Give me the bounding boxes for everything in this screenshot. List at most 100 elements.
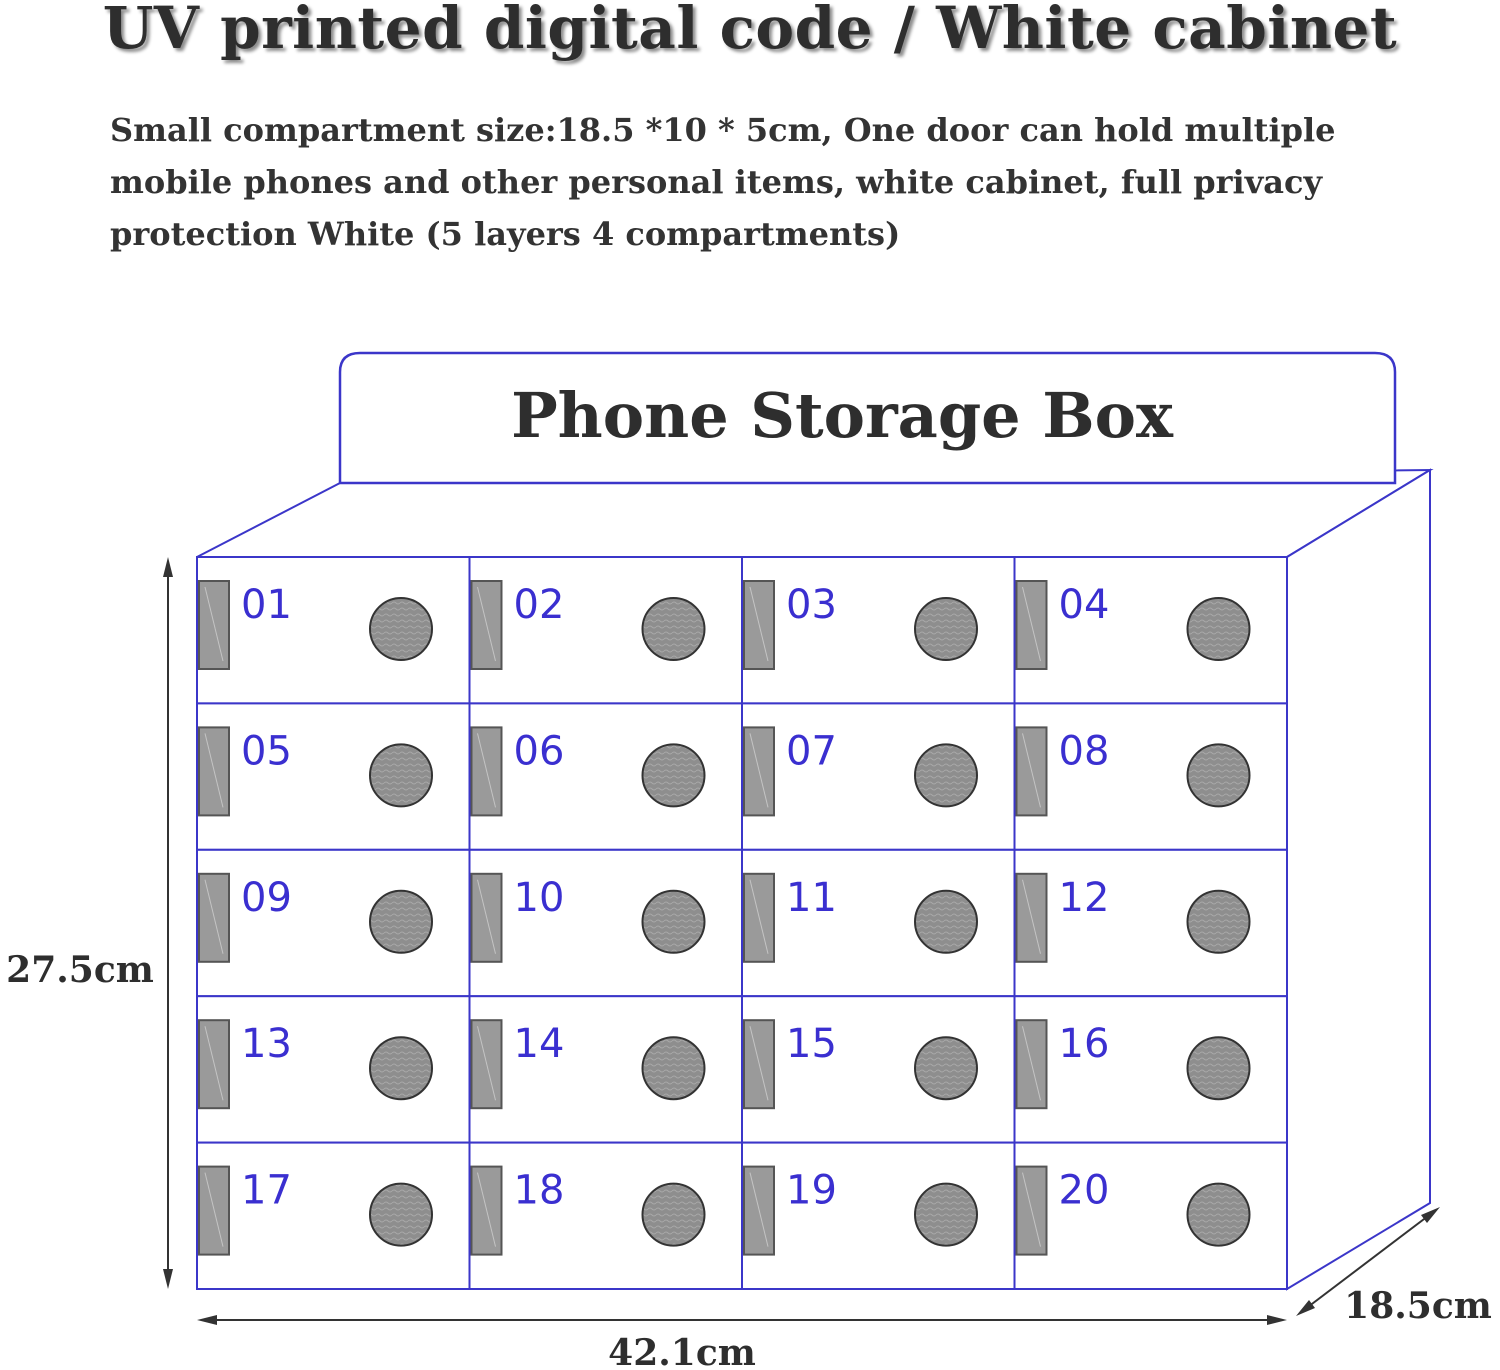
compartment-door[interactable]: 18 [468, 1141, 743, 1290]
compartment-number: 05 [241, 728, 292, 774]
description: Small compartment size:18.5 *10 * 5cm, O… [110, 104, 1410, 260]
hinge-highlight [477, 586, 496, 662]
height-label: 27.5cm [6, 949, 154, 991]
hinge-highlight [477, 1172, 496, 1247]
compartment-door[interactable]: 10 [468, 848, 743, 998]
lock-knob-icon[interactable] [369, 1036, 433, 1101]
hinge-highlight [749, 1026, 769, 1101]
lock-knob-icon[interactable] [914, 1036, 978, 1101]
hinge-highlight [1022, 1172, 1041, 1247]
compartment-number: 07 [786, 728, 837, 774]
hinge-highlight [749, 733, 769, 808]
compartment-door[interactable]: 09 [196, 848, 471, 998]
hinge-highlight [477, 879, 496, 954]
lock-knob-icon[interactable] [369, 743, 433, 808]
compartment-door[interactable]: 11 [741, 848, 1016, 998]
hinge-highlight [204, 1172, 224, 1247]
compartment-door[interactable]: 02 [468, 556, 743, 705]
description-line: protection White (5 layers 4 compartment… [110, 215, 901, 253]
description-line: Small compartment size:18.5 *10 * 5cm, O… [110, 111, 1336, 149]
width-dimension: 42.1cm [197, 1315, 1287, 1370]
compartment-door[interactable]: 08 [1013, 702, 1288, 851]
lock-knob-icon[interactable] [641, 1036, 706, 1101]
hinge-highlight [204, 1026, 224, 1101]
compartment-number: 13 [241, 1021, 292, 1067]
compartment-door[interactable]: 14 [468, 995, 743, 1144]
lock-knob-icon[interactable] [1186, 597, 1251, 661]
compartment-number: 16 [1059, 1021, 1110, 1067]
compartment-door[interactable]: 13 [196, 995, 471, 1144]
cabinet-side-face [1286, 468, 1431, 1291]
width-label: 42.1cm [608, 1332, 756, 1370]
compartment-door[interactable]: 17 [196, 1141, 471, 1290]
compartment-door[interactable]: 19 [741, 1141, 1016, 1290]
compartment-door[interactable]: 05 [196, 702, 471, 851]
height-arrow-bottom [163, 1269, 173, 1289]
compartment-number: 18 [514, 1168, 565, 1214]
lock-knob-icon[interactable] [369, 889, 433, 954]
hinge-highlight [749, 586, 769, 662]
lock-knob-icon[interactable] [914, 597, 978, 661]
depth-arrow-back [1421, 1207, 1440, 1223]
hinge-highlight [477, 1026, 496, 1101]
hinge-highlight [749, 1172, 769, 1247]
lock-knob-icon[interactable] [914, 1182, 978, 1247]
main-title: UV printed digital code / White cabinet [102, 0, 1398, 62]
depth-label: 18.5cm [1344, 1285, 1492, 1327]
sign-title: Phone Storage Box [511, 379, 1174, 452]
height-arrow-top [163, 557, 173, 577]
width-arrow-left [197, 1315, 217, 1325]
compartment-number: 19 [786, 1168, 837, 1214]
hinge-highlight [1022, 733, 1041, 808]
compartment-number: 08 [1059, 728, 1110, 774]
compartment-number: 04 [1059, 582, 1110, 628]
compartment-door[interactable]: 03 [741, 556, 1016, 705]
hinge-highlight [477, 733, 496, 808]
hinge-highlight [1022, 586, 1041, 662]
compartment-door[interactable]: 15 [741, 995, 1016, 1144]
lock-knob-icon[interactable] [1186, 1182, 1251, 1247]
description-line: mobile phones and other personal items, … [110, 163, 1323, 201]
sign-board: Phone Storage Box [338, 351, 1397, 485]
compartment-door[interactable]: 04 [1013, 556, 1288, 705]
lock-knob-icon[interactable] [914, 743, 978, 808]
door-hinge [198, 1165, 230, 1256]
lock-knob-icon[interactable] [1186, 1036, 1251, 1101]
hinge-highlight [204, 586, 224, 662]
compartment-number: 09 [241, 875, 292, 921]
hinge-highlight [749, 879, 769, 954]
compartment-door[interactable]: 16 [1013, 995, 1288, 1144]
compartment-door[interactable]: 01 [196, 556, 471, 705]
compartment-number: 15 [786, 1021, 837, 1067]
lock-knob-icon[interactable] [641, 889, 706, 954]
compartment-door[interactable]: 07 [741, 702, 1016, 851]
compartment-number: 17 [241, 1168, 292, 1214]
compartment-grid: 01 02 03 04 05 06 07 08 09 10 11 12 13 14 15 16 17 18 19 20 [196, 556, 1288, 1290]
lock-knob-icon[interactable] [1186, 889, 1251, 954]
compartment-number: 06 [514, 728, 565, 774]
lock-knob-icon[interactable] [914, 889, 978, 954]
compartment-number: 11 [786, 875, 837, 921]
depth-dimension-line [1299, 1209, 1437, 1314]
lock-knob-icon[interactable] [369, 597, 433, 661]
lock-knob-icon[interactable] [641, 743, 706, 808]
height-dimension: 27.5cm [6, 557, 173, 1289]
compartment-frame [196, 995, 471, 1144]
compartment-number: 14 [514, 1021, 565, 1067]
lock-knob-icon[interactable] [1186, 743, 1251, 808]
lock-knob-icon[interactable] [641, 597, 706, 661]
hinge-highlight [1022, 879, 1041, 954]
compartment-door[interactable]: 12 [1013, 848, 1288, 998]
compartment-number: 02 [514, 582, 565, 628]
compartment-door[interactable]: 06 [468, 702, 743, 851]
sign-board-outline [338, 351, 1397, 485]
compartment-number: 20 [1059, 1168, 1110, 1214]
compartment-door[interactable]: 20 [1013, 1141, 1288, 1290]
depth-dimension: 18.5cm [1296, 1207, 1492, 1327]
hinge-highlight [204, 879, 224, 954]
lock-knob-icon[interactable] [641, 1182, 706, 1247]
width-arrow-right [1267, 1315, 1287, 1325]
compartment-number: 01 [241, 582, 292, 628]
lock-knob-icon[interactable] [369, 1182, 433, 1247]
